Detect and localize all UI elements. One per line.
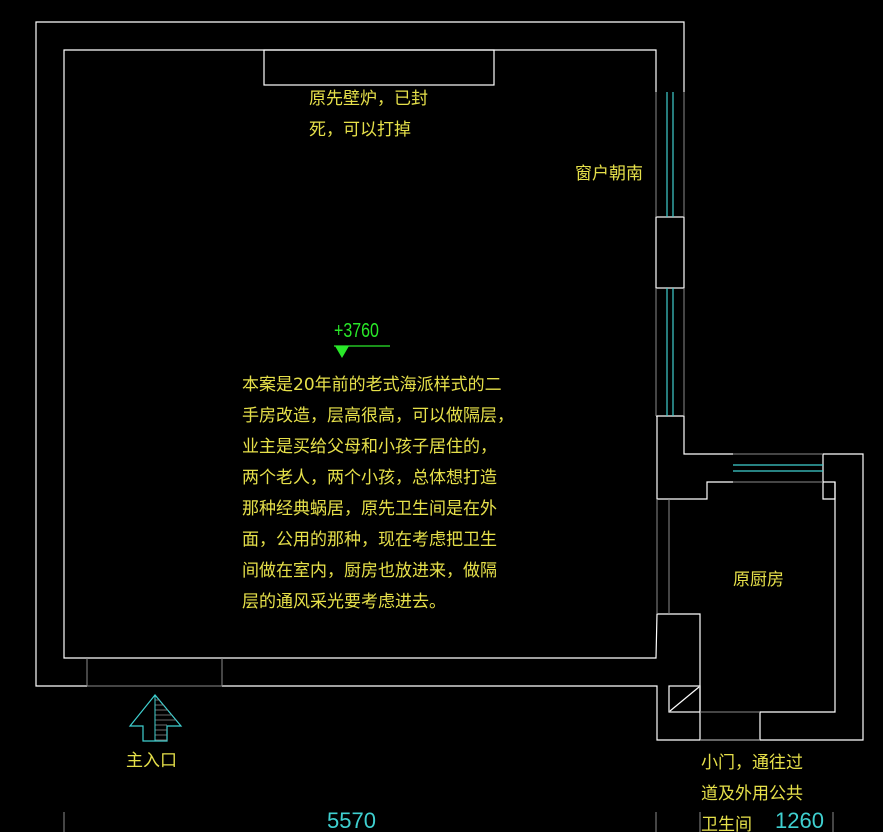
project-description: 本案是20年前的老式海派样式的二 手房改造，层高很高，可以做隔层， 业主是买给父… [242,370,514,618]
dimension-kitchen-width: 1260 [775,808,824,832]
side-door-note-line: 道及外用公共 [701,784,803,804]
elevation-label: +3760 [334,320,379,342]
secondary-lines [63,92,834,832]
description-line: 两个老人，两个小孩，总体想打造 [242,468,497,488]
description-line: 手房改造，层高很高，可以做隔层， [242,406,514,426]
window-glass [666,92,823,472]
side-door-note-line: 小门，通往过 [701,753,803,773]
description-line: 那种经典蜗居，原先卫生间是在外 [242,499,497,519]
walls [35,21,864,741]
side-door-note-line: 卫生间 [701,815,752,832]
description-line: 面，公用的那种，现在考虑把卫生 [242,530,497,550]
dimension-main-width: 5570 [327,808,376,832]
entrance-arrow-icon [128,694,183,742]
elevation-marker-icon [334,345,390,358]
window-label: 窗户朝南 [575,164,643,184]
kitchen-label: 原厨房 [733,570,784,590]
fireplace-note-line: 死，可以打掉 [309,120,411,140]
description-line: 间做在室内，厨房也放进来，做隔 [242,561,497,581]
description-line: 层的通风采光要考虑进去。 [242,592,446,612]
fireplace-note: 原先壁炉，已封 死，可以打掉 [309,84,428,146]
description-line: 业主是买给父母和小孩子居住的， [242,437,497,457]
entrance-label: 主入口 [126,751,177,771]
side-door-note: 小门，通往过 道及外用公共 卫生间 [701,748,803,832]
fireplace-note-line: 原先壁炉，已封 [309,89,428,109]
description-line: 本案是20年前的老式海派样式的二 [242,375,502,395]
